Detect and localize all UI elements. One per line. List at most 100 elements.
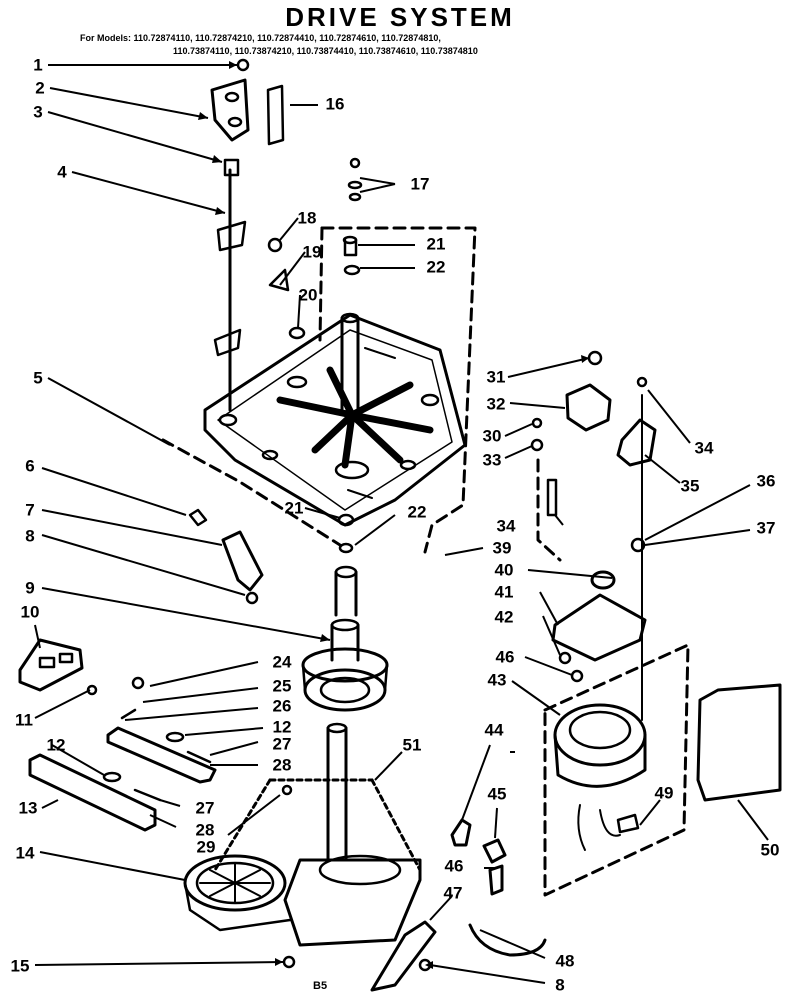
drive-shaft	[326, 726, 348, 862]
gearcase	[283, 858, 422, 947]
bracket-2	[210, 78, 250, 142]
spring-25	[120, 708, 137, 720]
screw-34a	[636, 376, 648, 388]
cam-4	[216, 220, 247, 252]
bushing-21	[343, 238, 358, 257]
label-part-21a: 21	[426, 234, 446, 254]
part-20	[288, 326, 306, 340]
label-part-2: 2	[35, 78, 45, 98]
strap-16	[266, 84, 285, 146]
screw-46a	[570, 669, 584, 683]
label-part-37: 37	[756, 518, 776, 538]
label-part-28b: 28	[195, 820, 215, 840]
label-part-39: 39	[492, 538, 512, 558]
label-part-14: 14	[15, 843, 35, 863]
model-line-2: 110.73874110, 110.73874210, 110.73874410…	[173, 46, 478, 56]
nut-17a	[349, 157, 361, 169]
washer-30	[531, 417, 543, 429]
label-part-36: 36	[756, 471, 776, 491]
label-part-27b: 27	[195, 798, 215, 818]
label-part-22a: 22	[426, 257, 446, 277]
part-44	[450, 818, 472, 847]
part-49	[616, 813, 640, 834]
bracket-32	[565, 383, 612, 432]
spider-arms	[276, 366, 434, 469]
label-part-11: 11	[15, 710, 33, 730]
coupling	[334, 570, 358, 617]
lever-26	[106, 726, 217, 784]
diagram-title: DRIVE SYSTEM	[285, 2, 515, 32]
washer-12b	[102, 771, 122, 783]
page-number: B5	[313, 980, 328, 992]
model-line-1: For Models: 110.72874110, 110.72874210, …	[80, 33, 441, 43]
label-part-43: 43	[487, 670, 507, 690]
label-part-12b: 12	[46, 735, 66, 755]
part-45	[482, 838, 507, 864]
label-part-31: 31	[486, 367, 506, 387]
tub-assembly-dash	[320, 226, 477, 554]
model-prefix: For Models:	[80, 33, 131, 43]
label-part-26: 26	[272, 696, 292, 716]
label-part-6: 6	[25, 456, 35, 476]
label-part-9: 9	[25, 578, 35, 598]
mount-41	[551, 593, 647, 662]
arrowheads	[198, 61, 589, 969]
screw-34b	[546, 478, 558, 517]
base-plate	[203, 313, 467, 527]
label-part-46a: 46	[495, 647, 515, 667]
label-part-19: 19	[302, 242, 322, 262]
lever-13	[28, 753, 157, 832]
label-part-33: 33	[482, 450, 502, 470]
label-part-13: 13	[18, 798, 38, 818]
label-part-21b: 21	[284, 498, 304, 518]
label-part-51: 51	[402, 735, 422, 755]
label-part-18: 18	[297, 208, 317, 228]
washer-12a	[165, 731, 185, 743]
label-part-34a: 34	[694, 438, 714, 458]
motor-43	[553, 703, 647, 767]
part-37	[630, 537, 646, 553]
lever-7	[221, 530, 264, 592]
label-part-42: 42	[494, 607, 514, 627]
nut-33	[530, 438, 544, 452]
grommet-40	[590, 570, 616, 590]
nut-42	[558, 651, 572, 665]
label-part-22b: 22	[407, 502, 427, 522]
model-list: For Models: 110.72874110, 110.72874210, …	[80, 32, 478, 58]
clip-48	[468, 923, 547, 957]
label-part-5: 5	[33, 368, 43, 388]
screw-15	[282, 955, 296, 969]
label-part-12a: 12	[272, 717, 292, 737]
screw-1	[236, 58, 250, 72]
label-part-20: 20	[298, 285, 318, 305]
label-part-30: 30	[482, 426, 502, 446]
label-part-8a: 8	[25, 526, 35, 546]
washer-22	[343, 264, 361, 276]
label-part-35: 35	[680, 476, 700, 496]
part-6	[188, 508, 208, 527]
screw-46c	[488, 864, 504, 896]
label-part-3: 3	[33, 102, 43, 122]
part-18	[267, 237, 283, 253]
label-part-17: 17	[410, 174, 430, 194]
label-part-34b: 34	[496, 516, 516, 536]
spin-tube	[340, 316, 360, 412]
label-part-49: 49	[654, 783, 674, 803]
label-part-28a: 28	[272, 755, 292, 775]
label-part-40: 40	[494, 560, 514, 580]
label-part-10: 10	[20, 602, 40, 622]
label-part-24: 24	[272, 652, 292, 672]
clip-3	[223, 158, 240, 177]
label-part-4: 4	[57, 162, 67, 182]
label-part-45: 45	[487, 784, 507, 804]
motor-assembly-dash	[543, 643, 690, 897]
label-part-41: 41	[494, 582, 514, 602]
label-part-46b: 46	[444, 856, 464, 876]
label-part-16: 16	[325, 94, 345, 114]
label-part-27a: 27	[272, 734, 292, 754]
part-19	[268, 268, 290, 292]
bracket-47	[370, 920, 437, 992]
cover-50	[696, 683, 782, 802]
switch-10	[18, 638, 84, 692]
